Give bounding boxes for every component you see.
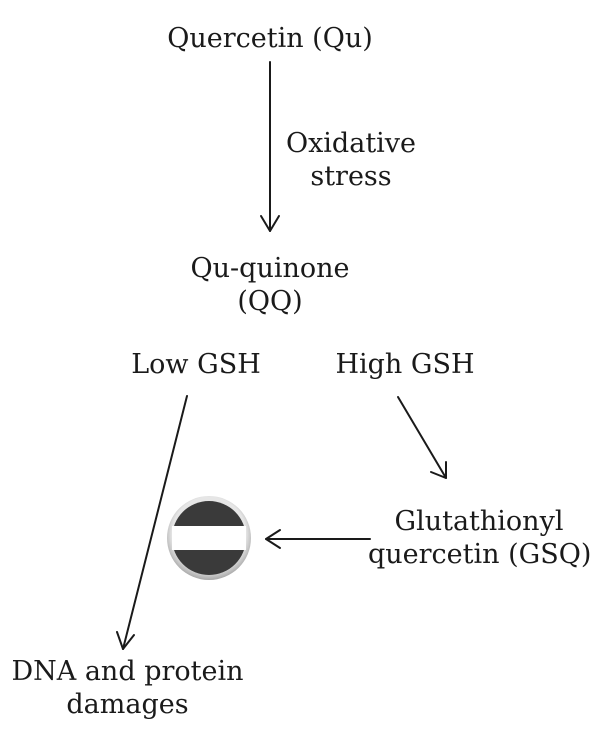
- label-low-gsh-text: Low GSH: [131, 349, 261, 380]
- node-glutathionyl-quercetin: Glutathionyl quercetin (GSQ): [368, 505, 592, 571]
- node-damage-line1: DNA and protein: [11, 656, 244, 687]
- label-low-gsh: Low GSH: [126, 348, 266, 381]
- node-damage-line2: damages: [66, 689, 189, 720]
- node-qu-quinone-line2: (QQ): [237, 286, 303, 317]
- no-entry-icon: [167, 496, 251, 580]
- node-quercetin-label: Quercetin (Qu): [167, 23, 373, 54]
- arrow-quercetin-to-quinone: [260, 61, 280, 232]
- arrow-low-gsh-to-damages: [116, 395, 188, 650]
- node-qu-quinone-line1: Qu-quinone: [190, 253, 350, 284]
- node-gsq-line1: Glutathionyl: [394, 506, 564, 537]
- arrow-gsq-to-block: [265, 529, 371, 549]
- label-oxidative-line1: Oxidative: [285, 128, 417, 159]
- label-oxidative-line2: stress: [310, 161, 392, 192]
- node-quercetin: Quercetin (Qu): [165, 22, 375, 55]
- node-qu-quinone: Qu-quinone (QQ): [184, 252, 356, 318]
- arrow-high-gsh-to-gsq: [397, 396, 447, 479]
- label-oxidative-stress: Oxidative stress: [281, 127, 421, 193]
- node-gsq-line2: quercetin (GSQ): [368, 539, 592, 570]
- label-high-gsh: High GSH: [330, 348, 480, 381]
- label-high-gsh-text: High GSH: [335, 349, 475, 380]
- node-dna-protein-damages: DNA and protein damages: [10, 655, 245, 721]
